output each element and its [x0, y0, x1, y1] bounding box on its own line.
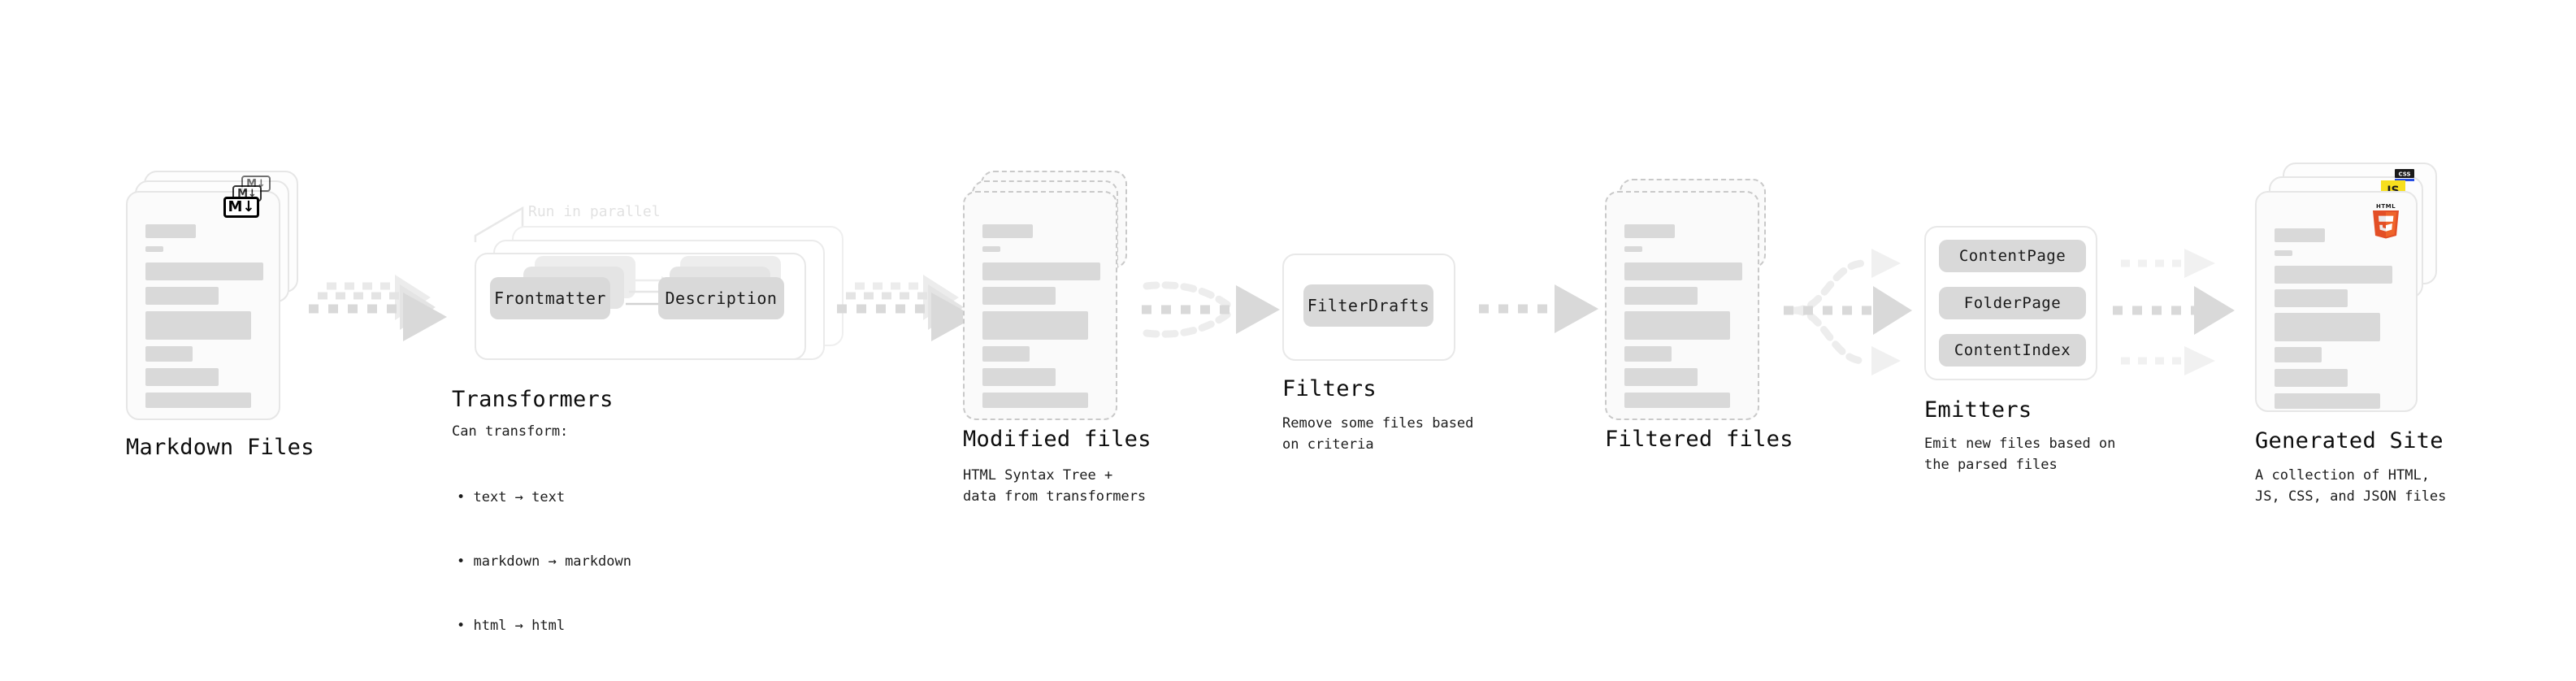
stage-heading-modified-files: Modified files [963, 427, 1151, 452]
modified-files-stack [963, 171, 1150, 423]
markdown-sheet-front [126, 191, 280, 420]
stage-heading-filtered-files: Filtered files [1605, 427, 1793, 452]
skeleton-line [982, 393, 1088, 408]
skeleton-line [145, 262, 263, 280]
skeleton-title [2275, 228, 2325, 242]
bullet-dot: • [457, 553, 474, 570]
filtered-files-stack [1605, 171, 1792, 423]
generated-site-stack: CSS JS HTML [2255, 163, 2458, 423]
transformers-bullet: markdown → markdown [473, 553, 631, 570]
skeleton-line [2275, 393, 2380, 409]
emitters-sub: Emit new files based on the parsed files [1924, 436, 2116, 474]
css-icon: CSS [2395, 169, 2414, 182]
filtered-sheet-front [1605, 191, 1759, 420]
skeleton-subtitle [145, 246, 163, 252]
markdown-icon: M↓ [223, 197, 259, 218]
flow-arrow-merge [1142, 267, 1296, 356]
skeleton-line [2275, 266, 2392, 284]
flow-arrow-fanout [1784, 236, 1934, 386]
skeleton-line [1624, 287, 1698, 305]
modified-sheet-front [963, 191, 1117, 420]
flow-arrow [309, 275, 459, 348]
skeleton-line [982, 311, 1088, 340]
skeleton-line [1624, 346, 1672, 362]
transformers-panel-stack: x x x x Frontmatter Descriptio [475, 226, 856, 372]
skeleton-line [1624, 368, 1698, 386]
skeleton-subtitle [1624, 246, 1642, 252]
stage-heading-markdown-files: Markdown Files [126, 435, 314, 460]
skeleton-line [982, 346, 1030, 362]
generated-site-sub: A collection of HTML, JS, CSS, and JSON … [2255, 467, 2447, 505]
transformers-bullet-list: • text → text • markdown → markdown • ht… [457, 444, 631, 679]
skeleton-line [1624, 311, 1730, 340]
skeleton-line [145, 287, 219, 305]
skeleton-line [145, 311, 251, 340]
bullet-dot: • [457, 617, 474, 634]
run-in-parallel-leader [474, 203, 573, 252]
transformer-chip-frontmatter[interactable]: Frontmatter [490, 277, 610, 319]
skeleton-line [145, 393, 251, 408]
skeleton-line [1624, 393, 1730, 408]
skeleton-line [1624, 262, 1742, 280]
transformers-bullet: text → text [473, 488, 566, 505]
stage-heading-emitters: Emitters [1924, 397, 2032, 423]
run-in-parallel-label: Run in parallel [528, 203, 661, 220]
skeleton-subtitle [982, 246, 1000, 252]
emitter-chip-contentpage[interactable]: ContentPage [1939, 240, 2086, 272]
html5-icon: HTML [2370, 202, 2402, 239]
skeleton-title [1624, 224, 1675, 238]
transformer-chip-description[interactable]: Description [658, 277, 784, 319]
skeleton-line [982, 368, 1056, 386]
skeleton-line [145, 368, 219, 386]
skeleton-line [145, 346, 193, 362]
stage-heading-transformers: Transformers [452, 387, 614, 412]
stage-heading-filters: Filters [1282, 376, 1377, 401]
emitters-panel: ContentPage FolderPage ContentIndex [1924, 226, 2097, 380]
skeleton-line [2275, 347, 2322, 362]
svg-text:HTML: HTML [2376, 203, 2396, 210]
filters-panel: FilterDrafts [1282, 254, 1455, 361]
skeleton-subtitle [2275, 250, 2292, 256]
flow-arrow [837, 275, 987, 348]
skeleton-title [145, 224, 196, 238]
emitter-chip-contentindex[interactable]: ContentIndex [1939, 334, 2086, 367]
transformers-sub: Can transform: [452, 423, 569, 440]
markdown-files-stack: M↓ M↓ M↓ [126, 171, 313, 423]
skeleton-line [982, 262, 1100, 280]
skeleton-line [2275, 369, 2348, 387]
flow-arrow-parallel [2113, 236, 2247, 386]
emitter-chip-folderpage[interactable]: FolderPage [1939, 287, 2086, 319]
flow-arrow [1479, 284, 1601, 340]
filters-sub: Remove some files based on criteria [1282, 415, 1474, 453]
skeleton-line [2275, 313, 2380, 341]
skeleton-line [982, 287, 1056, 305]
bullet-dot: • [457, 488, 474, 505]
modified-files-sub: HTML Syntax Tree + data from transformer… [963, 467, 1147, 505]
skeleton-title [982, 224, 1033, 238]
svg-text:CSS: CSS [2398, 171, 2410, 178]
skeleton-line [2275, 289, 2348, 307]
transformers-bullet: html → html [473, 617, 566, 634]
stage-heading-generated-site: Generated Site [2255, 428, 2444, 453]
filter-chip-filterdrafts[interactable]: FilterDrafts [1303, 284, 1433, 327]
